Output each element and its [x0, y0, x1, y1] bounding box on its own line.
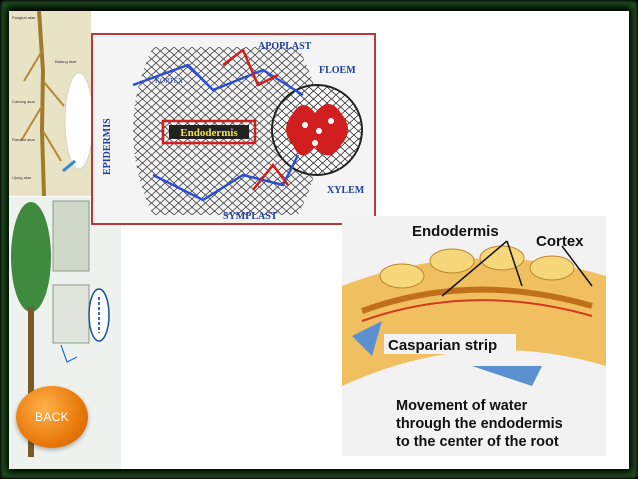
- casparian-strip-illustration: Endodermis Cortex Casparian strip Moveme…: [342, 216, 606, 456]
- back-button-label: BACK: [35, 410, 69, 424]
- root-label-5: Ujung akar: [12, 175, 32, 180]
- caption-line-1: Movement of water: [396, 398, 528, 414]
- root-label-4: Rambut akar: [12, 137, 35, 142]
- root-illustration: [20, 11, 91, 196]
- root-label-3: Cabang akar: [12, 99, 35, 104]
- caption-line-2: through the endodermis: [396, 416, 563, 432]
- root-label-1: Pangkal akar: [12, 15, 36, 20]
- caption-line-3: to the center of the root: [396, 434, 559, 450]
- casparian-endodermis-label: Endodermis: [412, 223, 499, 240]
- slide-canvas: Pangkal akar Batang akar Cabang akar Ram…: [9, 11, 629, 469]
- epidermis-label: EPIDERMIS: [102, 118, 113, 175]
- symplast-label: SYMPLAST: [223, 211, 278, 222]
- casparian-cortex-label: Cortex: [536, 233, 584, 250]
- root-cross-section-diagram: Endodermis APOPLAST KORTEX FLOEM EPIDERM…: [91, 33, 376, 225]
- casparian-svg: Endodermis Cortex Casparian strip Moveme…: [342, 223, 606, 450]
- endodermis-label: Endodermis: [180, 127, 238, 139]
- cross-section-svg: Endodermis APOPLAST KORTEX FLOEM EPIDERM…: [102, 41, 365, 222]
- root-photo: Pangkal akar Batang akar Cabang akar Ram…: [9, 11, 91, 196]
- root-label-2: Batang akar: [55, 59, 77, 64]
- floem-label: FLOEM: [319, 65, 356, 76]
- casparian-strip-label: Casparian strip: [388, 337, 497, 354]
- back-button[interactable]: BACK: [16, 386, 88, 448]
- kortex-label: KORTEX: [155, 77, 183, 85]
- xylem-label: XYLEM: [327, 185, 365, 196]
- apoplast-label: APOPLAST: [258, 41, 312, 52]
- tree-illustration: [11, 200, 110, 457]
- tree-panel: [9, 197, 121, 469]
